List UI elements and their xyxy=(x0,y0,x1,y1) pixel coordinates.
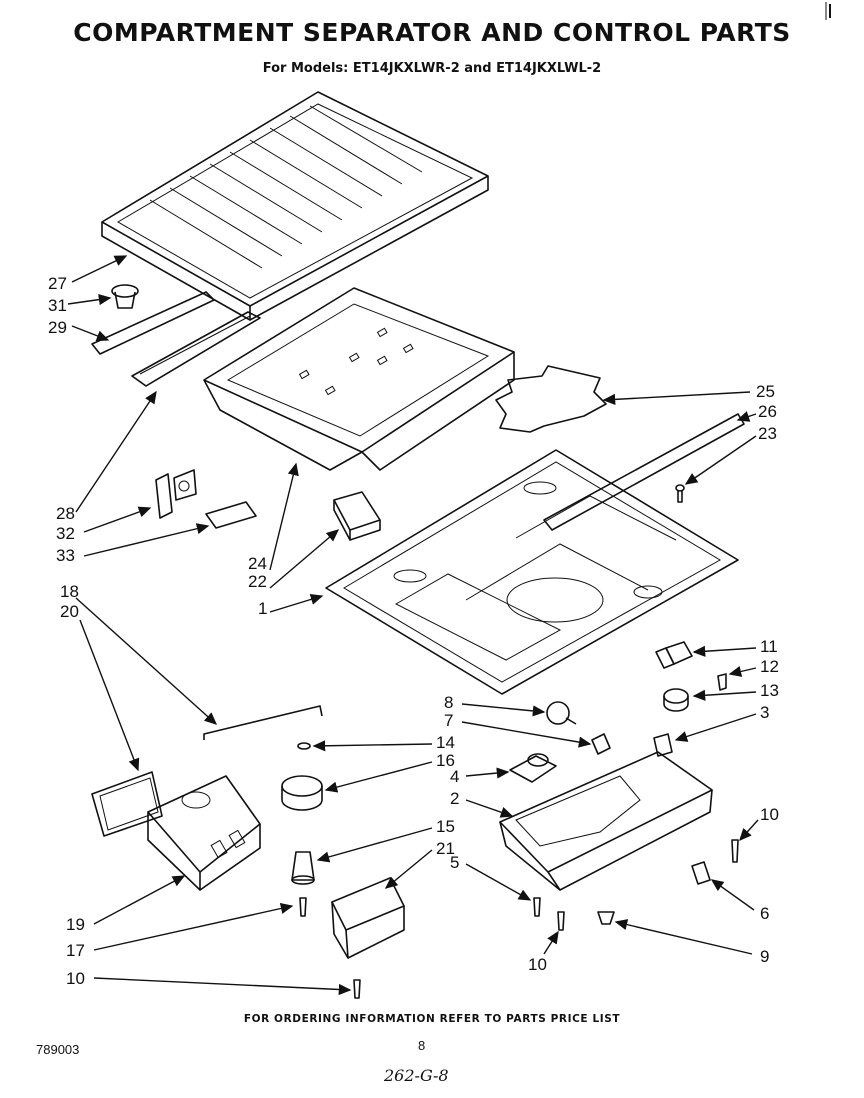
callout-11: 11 xyxy=(760,637,778,656)
callout-32: 32 xyxy=(56,524,75,543)
callout-23: 23 xyxy=(758,424,777,443)
callout-20: 20 xyxy=(60,602,79,621)
part-wire-harness xyxy=(91,705,323,837)
callout-22: 22 xyxy=(248,572,267,591)
callout-14: 14 xyxy=(436,733,455,752)
callout-3: 3 xyxy=(760,703,769,722)
callout-6: 6 xyxy=(760,904,769,923)
callout-21: 21 xyxy=(436,839,455,858)
leader-lines xyxy=(67,255,759,996)
document-number: 789003 xyxy=(36,1042,80,1057)
callout-18: 18 xyxy=(60,582,79,601)
part-plug xyxy=(111,284,139,309)
part-bracket-21 xyxy=(331,877,405,959)
part-baffle xyxy=(495,365,607,433)
callout-4: 4 xyxy=(450,767,459,786)
part-thermostat xyxy=(509,753,557,783)
part-compartment-liner xyxy=(325,449,739,695)
callout-33: 33 xyxy=(56,546,75,565)
part-small-brackets xyxy=(155,469,257,529)
callout-17: 17 xyxy=(66,941,85,960)
part-knob-shaft xyxy=(281,742,323,885)
callout-12: 12 xyxy=(760,657,779,676)
callout-10-right: 10 xyxy=(760,805,779,824)
callout-16: 16 xyxy=(436,751,455,770)
page-number: 8 xyxy=(418,1038,426,1053)
callout-26: 26 xyxy=(758,402,777,421)
part-control-housing xyxy=(499,751,713,891)
handwritten-code: 262-G-8 xyxy=(384,1066,449,1085)
callout-9: 9 xyxy=(760,947,769,966)
callout-5: 5 xyxy=(450,853,459,872)
callout-7: 7 xyxy=(444,711,453,730)
part-bulb-and-clips xyxy=(546,701,673,757)
callout-2: 2 xyxy=(450,789,459,808)
callout-10-left: 10 xyxy=(66,969,85,988)
part-knob-cap xyxy=(333,491,381,541)
callout-28: 28 xyxy=(56,504,75,523)
ordering-note: FOR ORDERING INFORMATION REFER TO PARTS … xyxy=(243,1013,621,1025)
part-shelf-cover xyxy=(101,91,489,321)
callout-19: 19 xyxy=(66,915,85,934)
corner-mark xyxy=(825,2,831,20)
part-separator-housing xyxy=(203,287,515,471)
page-title: COMPARTMENT SEPARATOR AND CONTROL PARTS xyxy=(73,18,791,47)
callout-8: 8 xyxy=(444,693,453,712)
part-trim-strip xyxy=(91,291,261,387)
callout-27: 27 xyxy=(48,274,67,293)
callout-24: 24 xyxy=(248,554,267,573)
callout-15: 15 xyxy=(436,817,455,836)
part-switch-assembly xyxy=(655,641,727,712)
callout-29: 29 xyxy=(48,318,67,337)
part-screw-23 xyxy=(675,484,685,503)
callout-10-bottom: 10 xyxy=(528,955,547,974)
part-gasket-strip xyxy=(543,413,745,531)
callout-25: 25 xyxy=(756,382,775,401)
callout-1: 1 xyxy=(258,599,267,618)
part-screws xyxy=(299,839,739,999)
callout-31: 31 xyxy=(48,296,67,315)
model-subtitle: For Models: ET14JKXLWR-2 and ET14JKXLWL-… xyxy=(262,61,602,76)
part-clip-6 xyxy=(691,861,711,885)
part-control-box xyxy=(147,775,261,891)
callout-labels: 27 31 29 28 32 33 24 22 1 18 20 25 26 23… xyxy=(48,274,779,988)
callout-13: 13 xyxy=(760,681,779,700)
